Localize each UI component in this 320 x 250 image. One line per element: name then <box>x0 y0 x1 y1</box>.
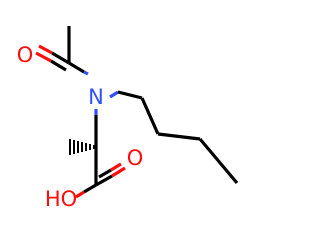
atom-label-acid-carbonyl-oxygen: O <box>127 146 144 170</box>
atom-label-nitrogen: N <box>88 85 104 109</box>
hashed-wedge-methyl <box>69 139 95 155</box>
butyl-chain <box>109 90 239 185</box>
bond-butyl-c3 <box>157 132 201 141</box>
atom-label-carbonyl-oxygen: O <box>17 43 34 67</box>
bond-acid-carbonyl-inner-red <box>110 162 122 172</box>
bond-acid-carbonyl-outer-red <box>111 166 126 178</box>
carboxylic-acid-group <box>75 162 126 199</box>
bond-nitrogen-butyl-blue <box>109 90 119 99</box>
atom-label-hydroxyl: HO <box>45 187 77 211</box>
bond-acetyl-carbonyl-outer <box>51 51 70 65</box>
bond-acetyl-carbonyl-inner <box>50 59 67 72</box>
bond-acetyl-carbonyl-inner-red <box>35 51 52 63</box>
acetyl-group <box>35 26 89 76</box>
bond-acid-carbonyl-inner <box>98 168 112 179</box>
alpha-carbon-group <box>69 109 98 185</box>
bond-acetyl-carbonyl-outer-red <box>38 44 53 55</box>
bond-acid-hydroxyl <box>83 183 97 194</box>
bond-acid-carbonyl-outer <box>95 174 113 187</box>
bond-butyl-c4 <box>198 137 239 185</box>
bond-butyl-c2 <box>140 97 160 135</box>
bond-acetyl-nitrogen-blue <box>83 70 89 76</box>
bond-nitrogen-butyl <box>117 90 143 100</box>
bond-acetyl-nitrogen <box>68 61 85 74</box>
bond-acid-hydroxyl-red <box>75 190 85 199</box>
chemical-structure-diagram: O N O HO <box>17 26 239 211</box>
